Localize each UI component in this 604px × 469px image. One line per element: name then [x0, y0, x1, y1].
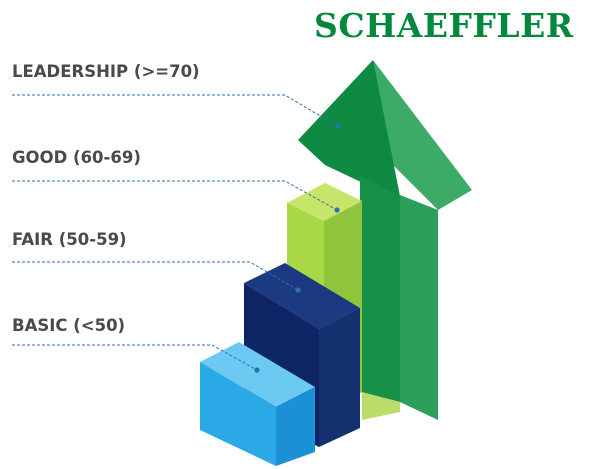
block-basic	[200, 342, 315, 466]
arrow-head-front	[298, 60, 400, 196]
leader-dot-good	[334, 207, 340, 213]
leader-dot-leadership	[334, 123, 340, 129]
arrow-shaft-front	[360, 175, 400, 402]
block-basic-top	[200, 342, 315, 407]
block-basic-side	[276, 387, 315, 466]
leader-dot-fair	[295, 287, 301, 293]
label-good: GOOD (60-69)	[12, 148, 141, 167]
schaeffler-logo: SCHAEFFLER	[314, 6, 574, 45]
block-basic-front	[200, 362, 276, 466]
block-good-top	[287, 183, 362, 221]
arrow-leadership	[298, 60, 472, 420]
block-good-base	[362, 392, 400, 420]
label-fair: FAIR (50-59)	[12, 230, 127, 249]
block-fair-top	[244, 263, 360, 329]
label-leadership: LEADERSHIP (>=70)	[12, 62, 200, 81]
leader-dot-basic	[254, 367, 260, 373]
arrow-shaft-side	[400, 195, 438, 420]
leader-line-leadership	[12, 94, 338, 127]
label-basic: BASIC (<50)	[12, 316, 126, 335]
block-fair-side	[319, 308, 360, 447]
leader-line-good	[12, 180, 338, 211]
leader-line-basic	[12, 344, 258, 371]
leader-line-fair	[12, 261, 299, 291]
